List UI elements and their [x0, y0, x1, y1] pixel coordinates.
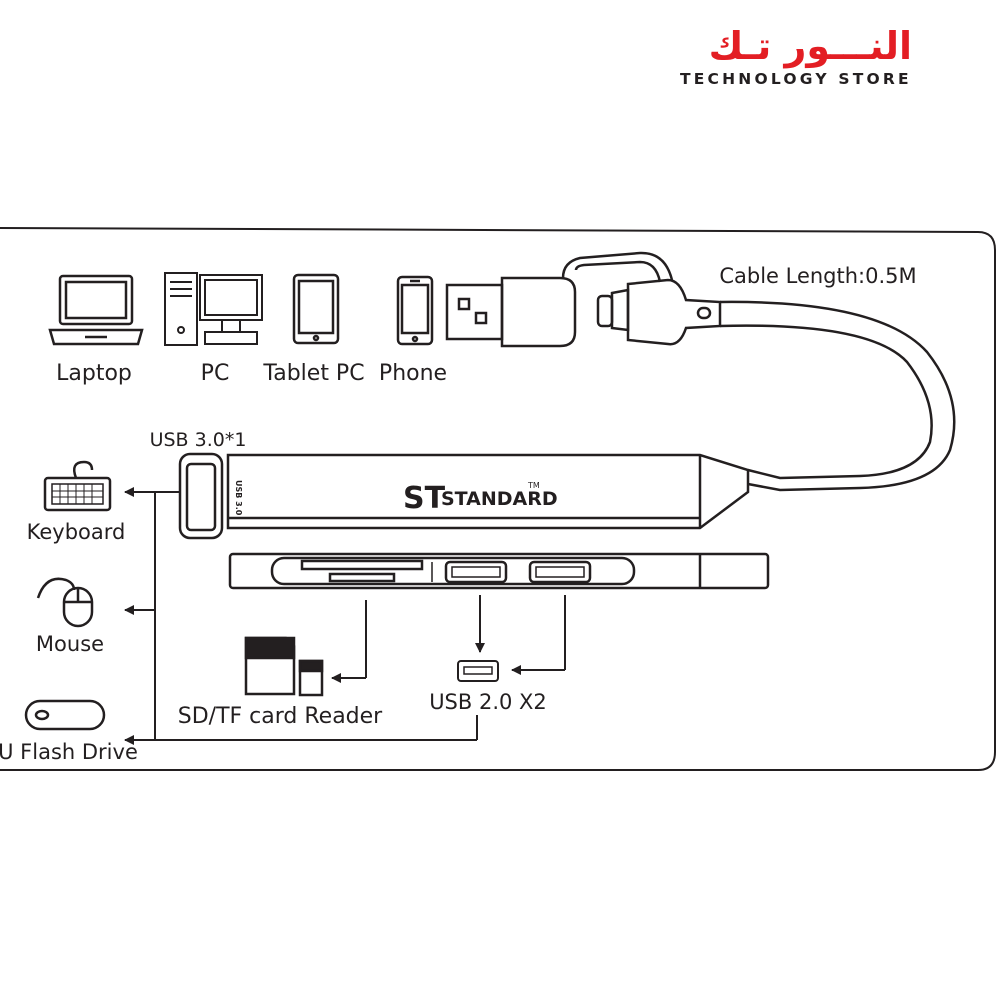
diagram-frame — [0, 227, 996, 771]
hub-brand-name: STANDARD — [441, 488, 558, 510]
device-label-pc: PC — [201, 361, 230, 386]
connection-lines — [124, 487, 566, 745]
laptop-icon — [48, 274, 144, 346]
usb3-port-icon — [178, 452, 224, 540]
logo-arabic-name: النـــور تـك — [708, 24, 912, 68]
phone-icon — [396, 275, 434, 346]
mouse-icon — [36, 577, 94, 628]
hub-trademark: TM — [527, 481, 540, 490]
hub-port-panel — [228, 552, 770, 590]
peripheral-label-mouse: Mouse — [36, 632, 104, 656]
cable-length-label: Cable Length:0.5M — [719, 264, 916, 288]
usb3-port-label: USB 3.0*1 — [150, 429, 247, 451]
device-label-laptop: Laptop — [56, 361, 132, 386]
usb-a-plug-icon — [445, 276, 577, 348]
cable-icon — [561, 251, 956, 492]
peripheral-label-keyboard: Keyboard — [27, 520, 126, 544]
tablet-icon — [292, 273, 340, 345]
usb-port-icon — [457, 660, 499, 682]
keyboard-icon — [43, 460, 112, 512]
hub-brand-mark: ST — [403, 481, 446, 516]
usb2-ports-label: USB 2.0 X2 — [429, 690, 547, 714]
sd-card-icon — [244, 636, 324, 697]
peripheral-label-flash-drive: U Flash Drive — [0, 740, 138, 764]
logo-tagline: TECHNOLOGY STORE — [680, 70, 912, 88]
desktop-pc-icon — [164, 272, 263, 346]
device-label-phone: Phone — [379, 361, 447, 386]
hub-body — [226, 453, 750, 530]
device-label-tablet: Tablet PC — [262, 361, 364, 386]
hub-side-port-label: USB 3.0 — [234, 480, 243, 516]
store-logo: النـــور تـك TECHNOLOGY STORE — [660, 18, 960, 93]
card-reader-label: SD/TF card Reader — [178, 704, 383, 729]
usb-flash-drive-icon — [24, 699, 106, 731]
